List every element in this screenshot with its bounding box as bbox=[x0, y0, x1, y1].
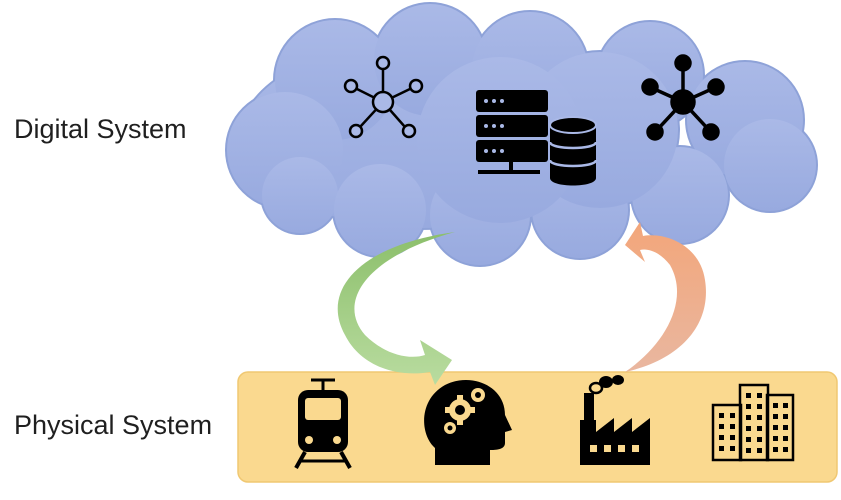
orange-arrow bbox=[625, 222, 706, 372]
server-database-icon bbox=[476, 90, 598, 186]
green-arrow bbox=[337, 232, 455, 385]
physical-system-label: Physical System bbox=[14, 410, 213, 440]
network-outline-icon bbox=[343, 55, 424, 139]
factory-icon bbox=[580, 375, 650, 465]
head-gears-icon bbox=[424, 379, 512, 465]
digital-system-label: Digital System bbox=[14, 114, 187, 144]
database-icon bbox=[548, 116, 598, 186]
physical-panel bbox=[237, 371, 838, 483]
tram-icon bbox=[294, 378, 352, 469]
buildings-icon bbox=[711, 383, 795, 462]
network-filled-icon bbox=[641, 54, 725, 141]
